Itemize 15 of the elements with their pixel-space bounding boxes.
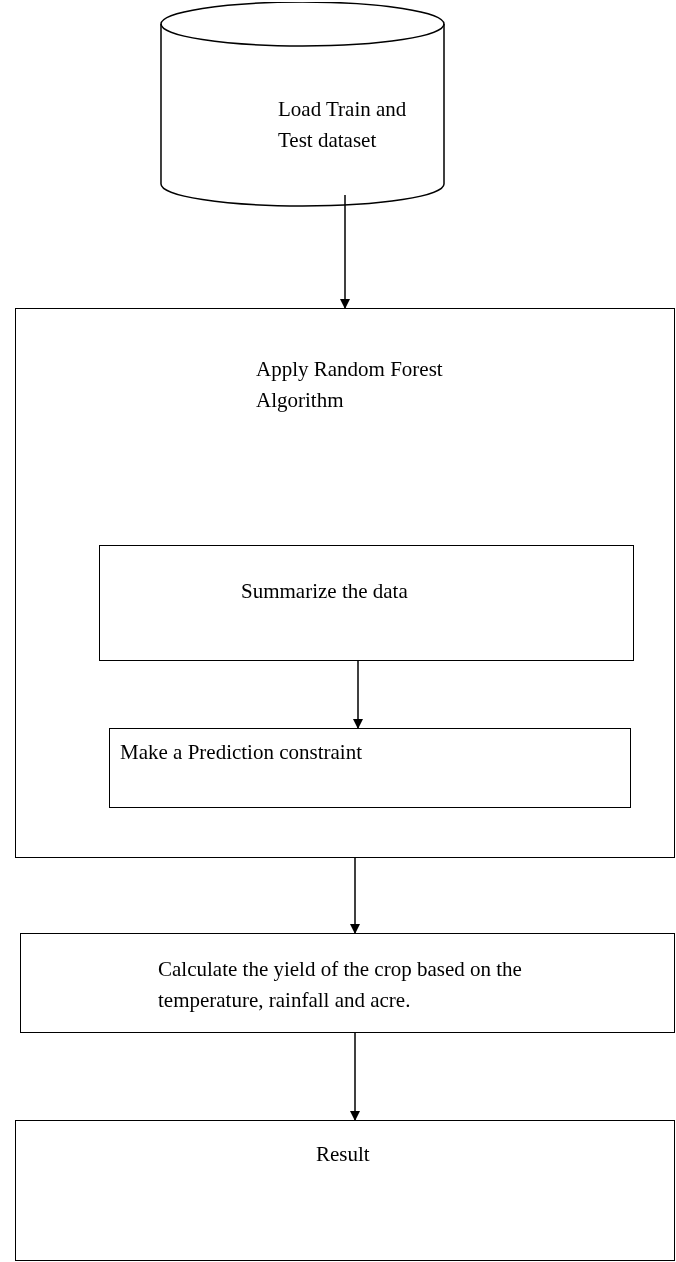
step-box [109,728,631,808]
process-box [15,308,675,858]
node-label: Load Train and Test dataset [278,96,408,154]
node-label: Apply Random Forest Algorithm [256,356,444,414]
step-box [99,545,634,661]
arrow [340,194,350,309]
arrow [350,1032,360,1121]
node-label: Result [316,1141,371,1168]
process-box [20,933,675,1033]
node-label: Calculate the yield of the crop based on the temperature, rainfall and acre. [158,956,523,1014]
process-box [15,1120,675,1261]
arrow [350,857,360,934]
arrow [353,660,363,729]
node-label: Make a Prediction constraint [120,739,363,766]
node-label: Summarize the data [241,578,409,605]
